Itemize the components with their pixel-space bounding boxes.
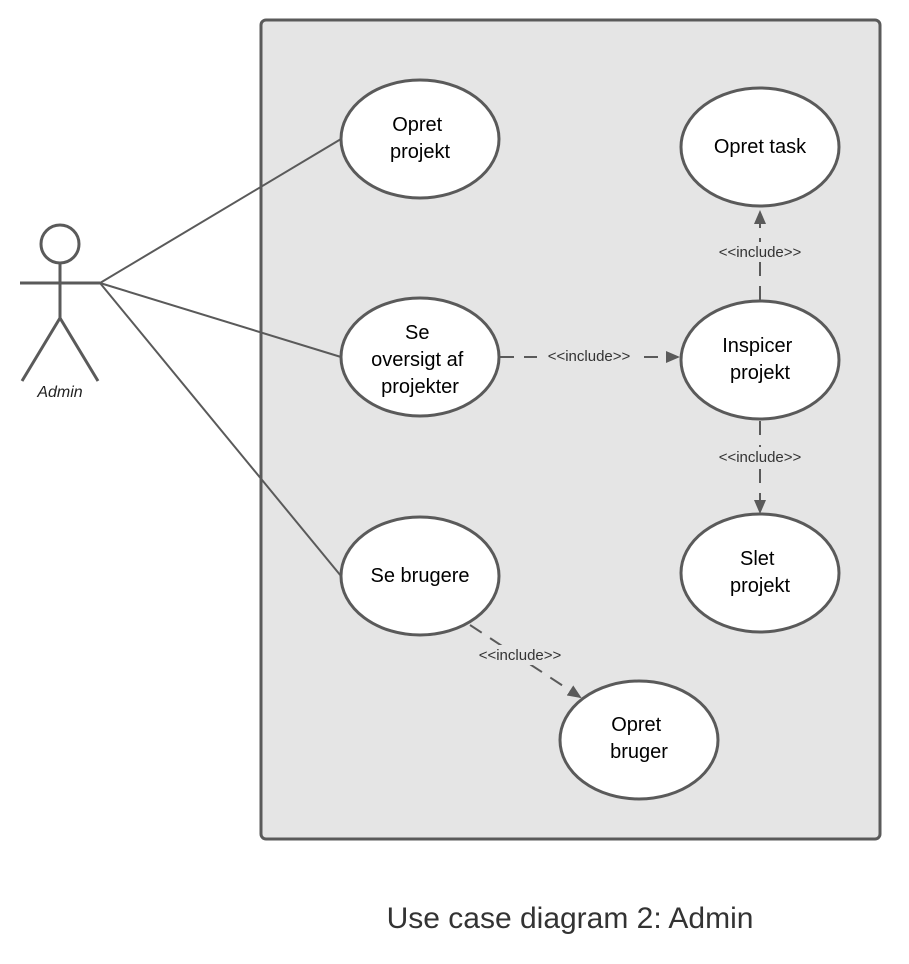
association-se-brugere (99, 282, 342, 577)
use-case-label: projekt (730, 575, 790, 597)
use-case-label: bruger (610, 741, 668, 763)
include-label-bg (537, 346, 641, 366)
actor-label: Admin (36, 384, 82, 401)
include-label-bg (708, 447, 812, 467)
use-case-label: projekter (381, 376, 459, 398)
use-case-label: Slet (740, 548, 775, 570)
use-case-label: Inspicer (722, 335, 792, 357)
use-case-label: Se brugere (371, 565, 470, 587)
use-case-se-brugere: Se brugere (339, 515, 501, 637)
association-se-oversigt (99, 282, 342, 358)
use-case-opret-task: Opret task (679, 86, 841, 208)
use-case-label: Se (405, 322, 429, 344)
use-case-label: projekt (730, 362, 790, 384)
include-label-oversigt-inspicer: <<include>> (548, 348, 631, 365)
svg-text:Opret projekt: Opret projekt (390, 114, 450, 163)
svg-text:Opret bruger: Opret bruger (610, 714, 668, 763)
use-case-inspicer-projekt: Inspicer projekt (679, 299, 841, 421)
include-label-inspicer-task: <<include>> (719, 244, 802, 261)
association-opret-projekt (99, 138, 342, 284)
include-label-inspicer-slet: <<include>> (719, 449, 802, 466)
actor-left-leg (20, 317, 62, 382)
use-case-label: Opret (392, 114, 442, 136)
use-case-label: Opret (611, 714, 661, 736)
use-case-opret-bruger: Opret bruger (558, 679, 720, 801)
use-case-slet-projekt: Slet projekt (679, 512, 841, 634)
use-case-label: oversigt af (371, 349, 464, 371)
include-label-brugere-bruger: <<include>> (479, 647, 562, 664)
svg-text:Se oversigt af pro: Se oversigt af projekter (371, 322, 469, 398)
include-label-bg (708, 242, 812, 262)
diagram-caption: Use case diagram 2: Admin (387, 902, 754, 935)
admin-actor: Admin (20, 223, 100, 401)
svg-text:Slet projekt: Slet projekt (730, 548, 790, 597)
svg-text:Inspicer projekt: Inspicer projekt (722, 335, 798, 384)
actor-head (39, 223, 81, 265)
use-case-label: Opret task (714, 136, 807, 158)
svg-text:Opret task: Opret task (714, 136, 807, 158)
use-case-se-oversigt: Se oversigt af projekter (339, 296, 501, 418)
actor-right-leg (58, 317, 100, 382)
use-case-label: projekt (390, 141, 450, 163)
include-label-bg (468, 645, 572, 665)
include-arrow-brugere-bruger (469, 624, 582, 699)
svg-text:Se brugere: Se brugere (371, 565, 470, 587)
use-case-opret-projekt: Opret projekt (339, 78, 501, 200)
